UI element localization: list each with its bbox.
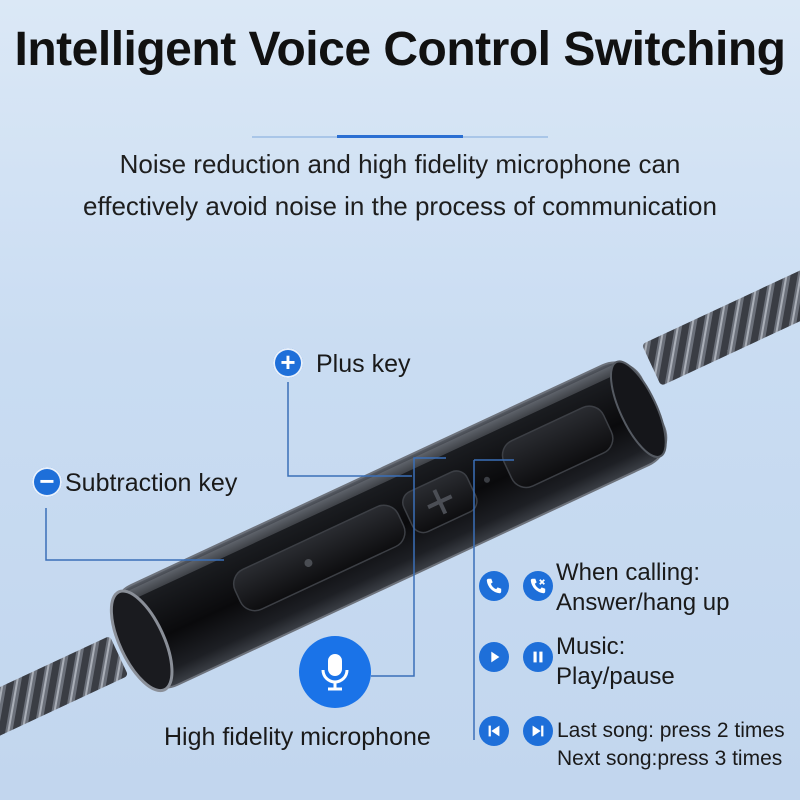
calling-line-1: When calling: [556, 559, 701, 586]
songs-line-1: Last song: press 2 times [557, 719, 785, 742]
remote-body [109, 360, 668, 693]
pause-icon [523, 642, 553, 672]
page-title: Intelligent Voice Control Switching [14, 23, 786, 76]
plus-key-label: Plus key [316, 350, 411, 378]
calling-line-2: Answer/hang up [556, 589, 730, 616]
title-divider-accent [337, 135, 463, 138]
next-track-icon [523, 716, 553, 746]
cable-right [642, 235, 800, 385]
previous-track-icon [479, 716, 509, 746]
cable-left [0, 637, 128, 793]
microphone-icon [299, 636, 371, 708]
phone-hangup-icon [523, 571, 553, 601]
minus-button [232, 504, 406, 612]
calling-text: When calling: Answer/hang up [556, 558, 729, 618]
plus-key-badge: + [273, 348, 303, 378]
play-icon [479, 642, 509, 672]
phone-answer-icon [479, 571, 509, 601]
songs-line-2: Next song:press 3 times [557, 747, 783, 770]
microphone-label: High fidelity microphone [164, 723, 431, 751]
music-line-1: Music: [556, 633, 626, 660]
subtitle: Noise reduction and high fidelity microp… [0, 143, 800, 227]
subtitle-line-2: effectively avoid noise in the process o… [83, 191, 717, 221]
music-text: Music: Play/pause [556, 632, 675, 692]
minus-key-label: Subtraction key [65, 469, 238, 497]
minus-key-badge: − [32, 467, 62, 497]
subtitle-line-1: Noise reduction and high fidelity microp… [119, 149, 681, 179]
music-line-2: Play/pause [556, 663, 675, 690]
multifunction-button [501, 405, 614, 489]
songs-text: Last song: press 2 times Next song:press… [557, 717, 785, 773]
